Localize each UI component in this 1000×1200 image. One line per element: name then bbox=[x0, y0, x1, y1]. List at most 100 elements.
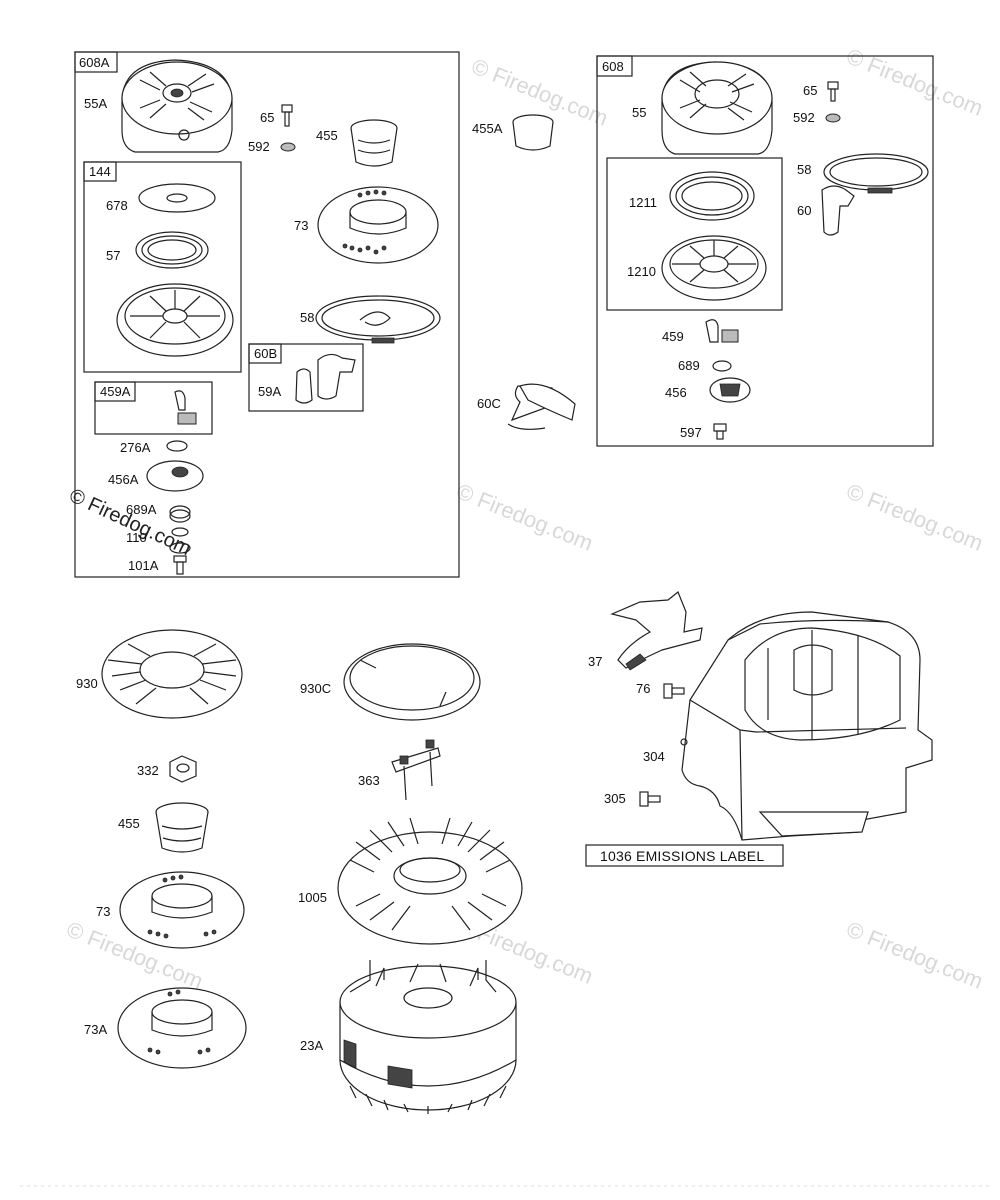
part-678-washer bbox=[138, 183, 216, 213]
label-55: 55 bbox=[632, 105, 646, 120]
watermark: © Firedog.com bbox=[843, 43, 986, 120]
label-305: 305 bbox=[604, 791, 626, 806]
label-455: 455 bbox=[316, 128, 338, 143]
label-1210: 1210 bbox=[627, 264, 656, 279]
part-456-retainer bbox=[709, 377, 751, 403]
group-label-608A: 608A bbox=[79, 55, 110, 70]
part-60B-handle bbox=[317, 353, 356, 400]
part-592-nut bbox=[280, 142, 296, 152]
group-label-144: 144 bbox=[89, 164, 111, 179]
label-930: 930 bbox=[76, 676, 98, 691]
part-73-plate-b bbox=[119, 871, 245, 949]
part-58-spring bbox=[315, 295, 441, 344]
label-930C: 930C bbox=[300, 681, 331, 696]
label-37: 37 bbox=[588, 654, 602, 669]
part-455A-cup bbox=[512, 114, 554, 151]
emissions-label-text: 1036 EMISSIONS LABEL bbox=[600, 848, 764, 864]
label-1005: 1005 bbox=[298, 890, 327, 905]
group-608: 608 55 65 592 58 60 1211 bbox=[596, 55, 934, 447]
part-55A-cover bbox=[121, 59, 233, 153]
group-608A: 608A 55A 65 592 455 bbox=[74, 51, 460, 578]
part-55-cover bbox=[661, 61, 773, 155]
label-65: 65 bbox=[260, 110, 274, 125]
label-55A: 55A bbox=[84, 96, 107, 111]
part-60C-handle bbox=[507, 383, 576, 430]
label-592: 592 bbox=[248, 139, 270, 154]
part-57-spring bbox=[135, 231, 209, 269]
label-1211: 1211 bbox=[629, 195, 657, 210]
part-73-plate bbox=[317, 186, 439, 264]
part-110-washer bbox=[171, 527, 189, 537]
label-57: 57 bbox=[106, 248, 120, 263]
part-37-shroud bbox=[610, 591, 703, 671]
watermark: © Firedog.com bbox=[843, 916, 986, 993]
part-73A-plate bbox=[117, 987, 247, 1069]
part-689-spring bbox=[712, 360, 732, 372]
emissions-label-box: 1036 EMISSIONS LABEL bbox=[585, 844, 784, 867]
part-65-screw-b bbox=[827, 81, 839, 102]
label-73: 73 bbox=[294, 218, 308, 233]
label-110: 110 bbox=[126, 530, 147, 545]
part-pulley bbox=[116, 283, 234, 357]
part-689A-spring bbox=[169, 505, 191, 523]
part-592-nut-b bbox=[825, 113, 841, 123]
label-58: 58 bbox=[300, 310, 314, 325]
label-76: 76 bbox=[636, 681, 650, 696]
label-592-b: 592 bbox=[793, 110, 815, 125]
label-276A: 276A bbox=[120, 440, 151, 455]
part-363-bracket bbox=[391, 739, 441, 801]
label-455A: 455A bbox=[472, 121, 503, 136]
group-label-608: 608 bbox=[602, 59, 624, 74]
label-597: 597 bbox=[680, 425, 702, 440]
group-label-60B: 60B bbox=[254, 346, 277, 361]
part-1211-spring bbox=[669, 171, 755, 221]
label-689A: 689A bbox=[126, 502, 157, 517]
part-930-screen bbox=[101, 629, 243, 719]
label-456: 456 bbox=[665, 385, 687, 400]
watermark: © Firedog.com bbox=[453, 478, 596, 555]
part-456A-retainer bbox=[146, 460, 204, 492]
part-1210-pulley bbox=[661, 235, 767, 301]
label-73-b: 73 bbox=[96, 904, 110, 919]
label-59A: 59A bbox=[258, 384, 281, 399]
label-58-b: 58 bbox=[797, 162, 811, 177]
part-59A-handle bbox=[295, 368, 313, 404]
label-73A: 73A bbox=[84, 1022, 107, 1037]
group-inner bbox=[606, 157, 783, 311]
label-23A: 23A bbox=[300, 1038, 323, 1053]
label-689: 689 bbox=[678, 358, 700, 373]
part-65-screw bbox=[281, 104, 293, 127]
label-60: 60 bbox=[797, 203, 811, 218]
watermarks: © Firedog.com © Firedog.com © Firedog.co… bbox=[63, 43, 986, 993]
label-60C: 60C bbox=[477, 396, 501, 411]
part-459-pawl bbox=[705, 319, 739, 343]
group-60B: 60B bbox=[248, 343, 364, 412]
part-23A-flywheel bbox=[339, 960, 517, 1114]
watermark: © Firedog.com bbox=[843, 478, 986, 555]
part-304-housing bbox=[680, 611, 933, 841]
part-1005-fan bbox=[337, 817, 523, 945]
part-455-cup bbox=[350, 119, 398, 167]
label-65-b: 65 bbox=[803, 83, 817, 98]
part-276A-washer bbox=[166, 440, 188, 452]
part-455-cup-b bbox=[155, 802, 209, 853]
part-60-handle bbox=[821, 185, 855, 236]
label-363: 363 bbox=[358, 773, 380, 788]
group-459A: 459A bbox=[94, 381, 213, 435]
part-597-screw bbox=[713, 423, 727, 440]
label-459: 459 bbox=[662, 329, 684, 344]
label-456A: 456A bbox=[108, 472, 139, 487]
part-76-screw bbox=[663, 683, 685, 699]
label-101A: 101A bbox=[128, 558, 159, 573]
part-459A-pawl bbox=[174, 390, 186, 411]
group-label-459A: 459A bbox=[100, 384, 131, 399]
label-678: 678 bbox=[106, 198, 128, 213]
part-930C-screen bbox=[343, 643, 481, 721]
part-101A-screw bbox=[173, 555, 187, 575]
part-305-screw bbox=[639, 791, 661, 807]
label-332: 332 bbox=[137, 763, 159, 778]
part-58-spring-b bbox=[823, 153, 929, 194]
label-455-b: 455 bbox=[118, 816, 140, 831]
part-332-nut bbox=[169, 755, 197, 783]
